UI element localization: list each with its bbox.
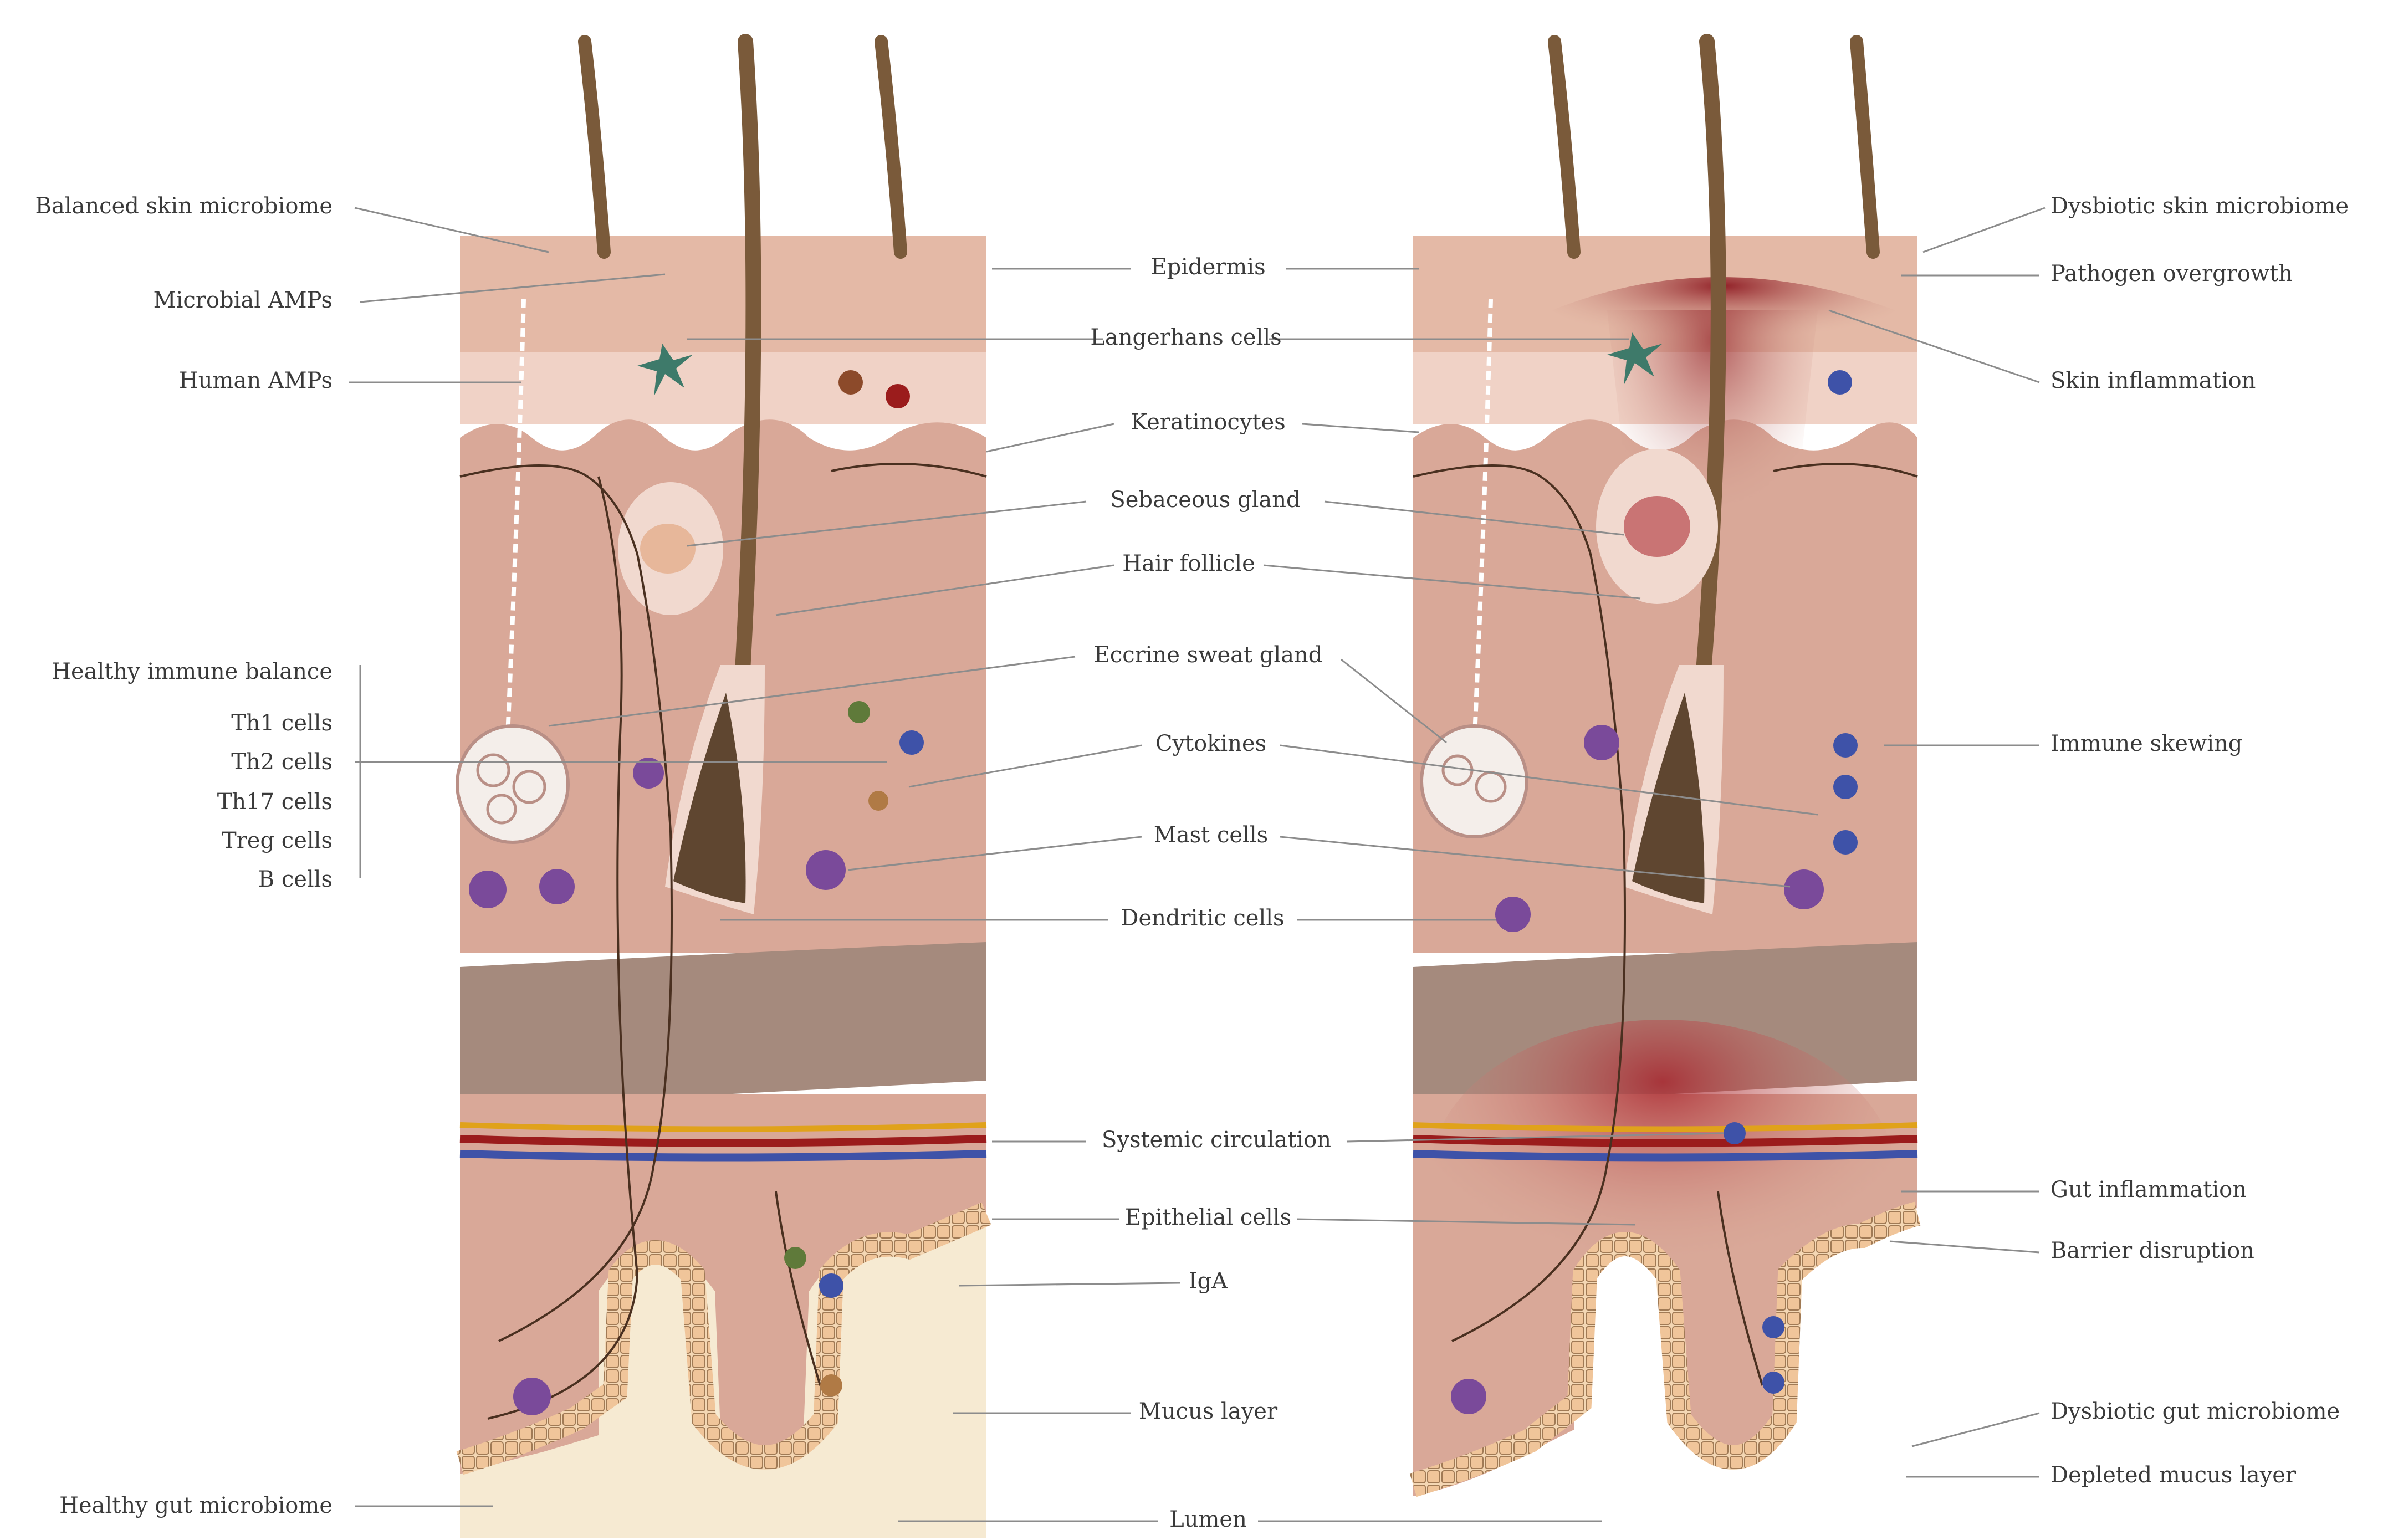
stratum-light [460, 352, 986, 424]
label-pathogen-overgrowth: Pathogen overgrowth [2050, 261, 2293, 286]
label-barrier-disruption: Barrier disruption [2050, 1238, 2254, 1263]
label-mucus: Mucus layer [1139, 1399, 1278, 1424]
label-cytokines: Cytokines [1155, 731, 1266, 756]
sebaceous-core [640, 524, 696, 574]
label-healthy-gut-microbiome: Healthy gut microbiome [59, 1493, 333, 1518]
label-depleted-mucus-layer: Depleted mucus layer [2050, 1462, 2297, 1488]
label-dysbiotic-gut-microbiome: Dysbiotic gut microbiome [2050, 1399, 2340, 1424]
label-lumen: Lumen [1169, 1507, 1247, 1532]
subcutaneous-band [460, 942, 986, 1108]
hair-shaft-3 [881, 42, 901, 252]
label-healthy-immune-balance: Healthy immune balance [52, 659, 333, 684]
label-th2: Th2 cells [231, 749, 333, 775]
label-mast: Mast cells [1154, 822, 1268, 848]
label-langerhans: Langerhans cells [1090, 325, 1281, 350]
label-hair-follicle: Hair follicle [1122, 551, 1255, 576]
hair-shaft-1 [585, 42, 604, 252]
label-treg: Treg cells [222, 828, 333, 853]
label-skin-inflammation: Skin inflammation [2050, 368, 2256, 393]
sebaceous-core-right [1624, 496, 1690, 557]
artery-vessel [460, 1139, 986, 1143]
label-b-cells: B cells [258, 867, 333, 892]
label-gut-inflammation: Gut inflammation [2050, 1177, 2247, 1203]
label-systemic: Systemic circulation [1102, 1127, 1331, 1153]
label-th1: Th1 cells [231, 710, 333, 736]
label-iga: IgA [1189, 1268, 1228, 1294]
hair-shaft-r3 [1857, 42, 1873, 252]
label-th17: Th17 cells [217, 789, 333, 815]
label-eccrine: Eccrine sweat gland [1094, 642, 1323, 668]
label-dysbiotic-skin-microbiome: Dysbiotic skin microbiome [2050, 193, 2349, 219]
label-epidermis: Epidermis [1150, 254, 1265, 280]
label-sebaceous: Sebaceous gland [1110, 487, 1300, 513]
vein-vessel-right [1413, 1154, 1917, 1158]
label-dendritic: Dendritic cells [1121, 905, 1284, 931]
labels: Balanced skin microbiome Microbial AMPs … [35, 193, 2349, 1532]
label-balanced-skin-microbiome: Balanced skin microbiome [35, 193, 333, 219]
vein-vessel [460, 1154, 986, 1158]
label-microbial-amps: Microbial AMPs [154, 288, 333, 313]
label-keratinocytes: Keratinocytes [1131, 410, 1285, 435]
dysbiotic-panel [1413, 42, 1917, 1538]
label-immune-skewing: Immune skewing [2050, 731, 2242, 756]
artery-vessel-right [1413, 1139, 1917, 1143]
hair-shaft-r1 [1554, 42, 1574, 252]
label-human-amps: Human AMPs [179, 368, 333, 393]
healthy-panel [457, 42, 986, 1538]
label-epithelial: Epithelial cells [1125, 1205, 1291, 1230]
epidermis-layer [460, 236, 986, 352]
